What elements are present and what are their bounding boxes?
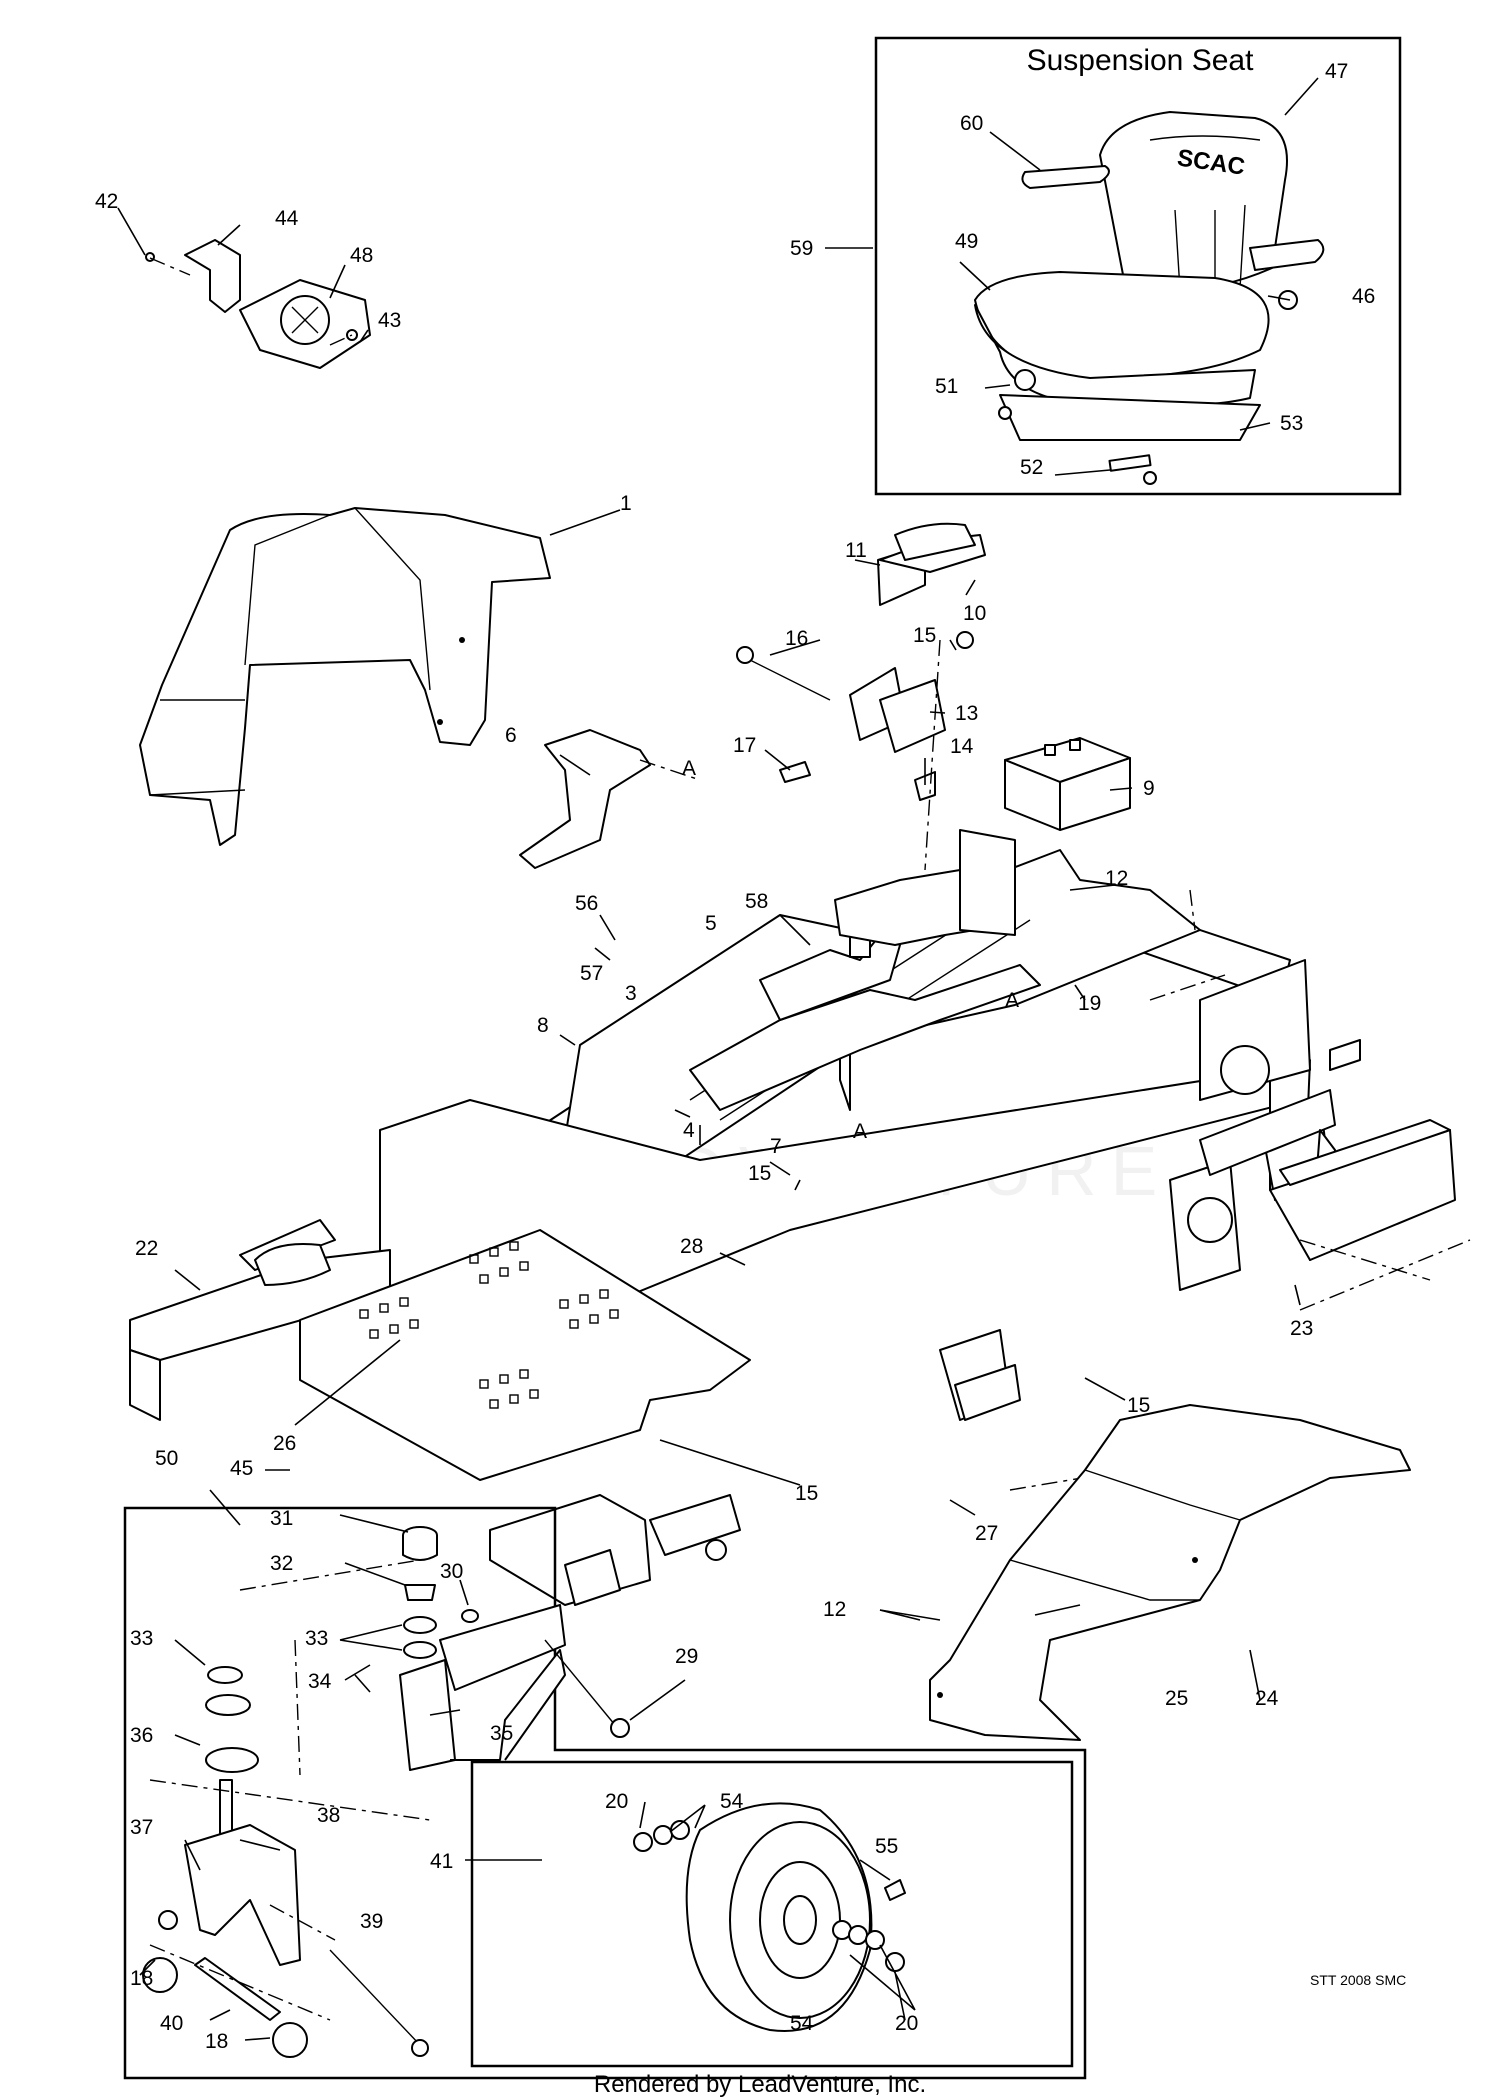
inset-title: Suspension Seat [1027, 44, 1254, 77]
left-fender [139, 507, 551, 846]
callout-38: 38 [317, 1804, 340, 1827]
callout-34: 34 [308, 1670, 332, 1693]
callout-32: 32 [270, 1552, 293, 1575]
callout-40: 40 [160, 2012, 183, 2035]
callout-10: 10 [963, 602, 986, 625]
callout-35: 35 [490, 1722, 513, 1745]
callout-26: 26 [273, 1432, 296, 1455]
callout-12b: 12 [823, 1598, 846, 1621]
callout-55: 55 [875, 1835, 898, 1858]
caster-assembly-inset [123, 1506, 1087, 2080]
callout-29: 29 [675, 1645, 698, 1668]
callout-12: 12 [1105, 867, 1128, 890]
callout-31: 31 [270, 1507, 293, 1530]
callout-33: 33 [130, 1627, 153, 1650]
callout-36: 36 [130, 1724, 153, 1747]
callout-28: 28 [680, 1235, 703, 1258]
leader-lines [117, 77, 1319, 2041]
caster-wheel-inset [470, 1760, 1074, 2068]
callout-51: 51 [935, 375, 958, 398]
adjust-knob-icon [1014, 369, 1036, 391]
callout-25: 25 [1165, 1687, 1188, 1710]
callout-47: 47 [1325, 60, 1348, 83]
callout-22: 22 [135, 1237, 158, 1260]
callout-59: 59 [790, 237, 813, 260]
callout-52: 52 [1020, 456, 1043, 479]
callout-39: 39 [360, 1910, 383, 1933]
battery [1004, 737, 1131, 831]
callout-15d: 15 [795, 1482, 818, 1505]
callout-44: 44 [275, 207, 299, 230]
callout-53: 53 [1280, 412, 1303, 435]
wheel-inset-frame [470, 1760, 1074, 2068]
callout-1: 1 [620, 492, 632, 515]
callout-54: 54 [720, 1790, 744, 1813]
callout-5: 5 [705, 912, 717, 935]
suspension-seat-inset: Suspension Seat SCAC [874, 36, 1402, 496]
callout-58: 58 [745, 890, 768, 913]
inset-frame [874, 36, 1402, 496]
floor-pan-perforations [359, 1241, 619, 1409]
callout-16: 16 [785, 627, 808, 650]
callout-17: 17 [733, 734, 756, 757]
callout-9: 9 [1143, 777, 1155, 800]
callout-4: 4 [683, 1119, 695, 1142]
callout-13: 13 [955, 702, 978, 725]
callout-57: 57 [580, 962, 603, 985]
callout-42: 42 [95, 190, 118, 213]
callout-6: 6 [505, 724, 517, 747]
callout-14: 14 [950, 735, 974, 758]
callout-37: 37 [130, 1816, 153, 1839]
callout-18b: 18 [205, 2030, 228, 2053]
reference-mark-a-1: A [682, 757, 696, 780]
control-plate-assembly [145, 239, 371, 369]
callout-7: 7 [770, 1135, 782, 1158]
render-credit: Rendered by LeadVenture, Inc. [594, 2071, 926, 2098]
callout-19: 19 [1078, 992, 1101, 1015]
callout-48: 48 [350, 244, 373, 267]
right-fender [929, 1404, 1411, 1741]
callout-15c: 15 [1127, 1394, 1150, 1417]
callout-15: 15 [913, 624, 936, 647]
callout-56: 56 [575, 892, 598, 915]
bracket [519, 729, 651, 869]
callout-11: 11 [845, 539, 867, 562]
callout-24: 24 [1255, 1687, 1279, 1710]
callout-20b: 20 [895, 2012, 918, 2035]
callout-45: 45 [230, 1457, 253, 1480]
callout-20: 20 [605, 1790, 628, 1813]
seat-bracket-assembly [736, 522, 986, 801]
callout-49: 49 [955, 230, 978, 253]
callout-18: 18 [130, 1967, 153, 1990]
suspension-seat-drawing: SCAC [974, 111, 1325, 485]
main-frame [129, 639, 1471, 1606]
callout-41: 41 [430, 1850, 453, 1873]
reference-mark-a-2: A [1005, 989, 1019, 1012]
callout-23: 23 [1290, 1317, 1313, 1340]
callout-33b: 33 [305, 1627, 328, 1650]
callout-46: 46 [1352, 285, 1375, 308]
callout-30: 30 [440, 1560, 463, 1583]
reference-mark-a-3: A [853, 1120, 867, 1143]
callout-54b: 54 [790, 2012, 814, 2035]
callout-15b: 15 [748, 1162, 771, 1185]
callout-labels: 42 44 48 43 60 47 59 49 46 51 53 52 1 11… [95, 60, 1375, 2053]
callout-8: 8 [537, 1014, 549, 1037]
callout-50: 50 [155, 1447, 178, 1470]
callout-60: 60 [960, 112, 983, 135]
callout-43: 43 [378, 309, 401, 332]
drawing-code: STT 2008 SMC [1310, 1972, 1406, 1988]
callout-27: 27 [975, 1522, 998, 1545]
callout-3: 3 [625, 982, 637, 1005]
